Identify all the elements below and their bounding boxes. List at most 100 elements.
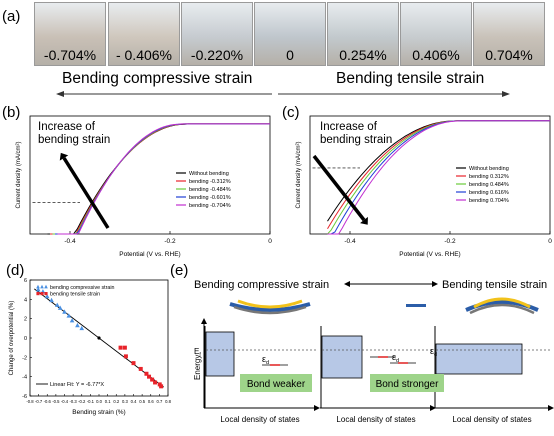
- strain-photo-label: -0.220%: [190, 47, 244, 63]
- x-tick-label: 0: [268, 238, 272, 245]
- data-point: [159, 384, 164, 389]
- x-tick-label: -0.7: [35, 399, 43, 404]
- x-tick-label: 0.6: [148, 399, 154, 404]
- fermi-level-label: Ef: [194, 347, 201, 358]
- strain-photo: -0.220%: [181, 2, 253, 66]
- data-point: [44, 293, 50, 299]
- legend-marker: [44, 292, 48, 296]
- panel-label-a: (a): [2, 8, 21, 25]
- data-point: [122, 345, 127, 350]
- x-tick-label: -0.4: [64, 238, 76, 245]
- d-band-subscript: d: [434, 352, 437, 358]
- trend-arrow: [62, 157, 110, 229]
- x-tick-label: -0.8: [26, 399, 34, 404]
- legend-entry: bending 0.616%: [469, 190, 509, 196]
- compressive-label: Bending compressive strain: [194, 279, 329, 291]
- strain-annotation: bending strain: [38, 134, 110, 146]
- legend-entry: Without bending: [189, 171, 229, 177]
- trend-arrow-head: [59, 152, 69, 161]
- y-tick-label: 4: [24, 297, 27, 303]
- x-tick-label: -0.4: [344, 238, 356, 245]
- strip-substrate: [229, 302, 311, 312]
- x-tick-label: -0.2: [78, 399, 86, 404]
- fermi-level-subscript: f: [199, 352, 201, 358]
- legend-marker: [40, 292, 44, 296]
- dos-axis-head: [430, 405, 436, 411]
- compressive-strip: [229, 299, 311, 315]
- y-tick-label: 6: [24, 278, 27, 284]
- legend-entry: Without bending: [469, 166, 509, 172]
- dos-band: [435, 343, 523, 375]
- legend-entry: bending 0.312%: [469, 174, 509, 180]
- curve: [327, 120, 550, 235]
- strain-photo-label: - 0.406%: [115, 47, 173, 63]
- dos-band: [321, 335, 363, 379]
- plot-frame: [29, 115, 271, 235]
- trend-arrow: [312, 154, 366, 222]
- y-axis-label: Change of overpotential (%): [9, 301, 15, 376]
- strain-photo-label: -0.704%: [43, 47, 97, 63]
- x-tick-label: 0.8: [165, 399, 171, 404]
- legend-marker: [36, 284, 40, 289]
- strain-annotation: bending strain: [320, 134, 392, 146]
- y-axis-label: Current density (mA/cm²): [296, 141, 302, 208]
- y-tick-label: -6: [22, 394, 27, 400]
- data-point: [97, 336, 101, 340]
- x-axis-label: Potential (V vs. RHE): [399, 251, 460, 258]
- energy-axis-head: [201, 318, 207, 324]
- data-point: [57, 305, 63, 310]
- x-tick-label: 0.5: [139, 399, 145, 404]
- strip-holder: [233, 305, 307, 315]
- y-tick-label: 2: [24, 317, 27, 323]
- dos-axis-label: Local density of states: [452, 415, 531, 424]
- d-band-label: εd: [262, 354, 269, 366]
- compressive-strain-heading: Bending compressive strain: [62, 70, 253, 87]
- strip-film: [473, 297, 531, 309]
- legend-entry: bending -0.312%: [189, 179, 231, 185]
- dos-band: [205, 331, 235, 377]
- legend-entry: bending 0.704%: [469, 198, 509, 204]
- legend-marker: [40, 284, 44, 289]
- dos-panel: Local density of states: [434, 326, 554, 424]
- dos-axis-head: [548, 405, 554, 411]
- strain-photo-label: 0.254%: [339, 47, 387, 63]
- dos-axis-label: Local density of states: [336, 415, 415, 424]
- data-point: [147, 374, 152, 379]
- trend-arrow-head: [360, 216, 368, 225]
- tensile-label: Bending tensile strain: [442, 279, 547, 291]
- data-point: [79, 325, 85, 331]
- dos-axis-label: Local density of states: [220, 415, 299, 424]
- data-point: [131, 361, 136, 366]
- strain-arrow-head: [432, 281, 438, 287]
- strain-photo-label: 0.704%: [485, 47, 533, 63]
- legend-entry: bending compressive strain: [50, 285, 115, 291]
- bond-weaker-label: Bond weaker: [247, 379, 306, 390]
- d-band-label: εd: [392, 352, 399, 364]
- y-axis-label: Current density (mA/cm²): [16, 141, 22, 208]
- dos-schematic: Bending compressive strain Bending tensil…: [193, 279, 554, 424]
- x-tick-label: -0.3: [70, 399, 78, 404]
- data-point: [150, 377, 155, 382]
- data-point: [62, 309, 67, 314]
- data-point: [49, 297, 54, 303]
- data-point: [66, 313, 72, 318]
- bond-weaker-box: [240, 374, 312, 392]
- x-tick-label: -0.4: [61, 399, 69, 404]
- x-tick-label: 0.3: [122, 399, 128, 404]
- panel-label-c: (c): [282, 104, 300, 121]
- dos-panel: Local density of states: [320, 326, 436, 424]
- tensile-strip: [465, 297, 539, 315]
- data-point: [35, 287, 41, 292]
- y-tick-label: -4: [22, 375, 27, 381]
- panel-label-d: (d): [6, 262, 25, 279]
- data-point: [118, 345, 123, 350]
- strip-holder: [469, 303, 535, 315]
- bond-stronger-box: [370, 374, 444, 392]
- energy-label: Energy: [193, 355, 202, 380]
- legend-marker: [44, 284, 48, 289]
- x-tick-label: -0.2: [164, 238, 176, 245]
- x-tick-label: 0.2: [113, 399, 119, 404]
- data-point: [54, 302, 60, 307]
- dos-panel: Local density of states: [204, 326, 320, 424]
